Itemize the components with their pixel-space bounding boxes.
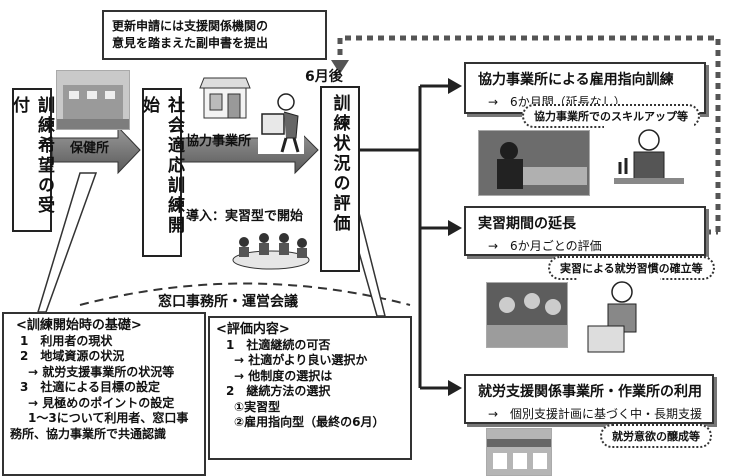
training-start-basics-box: <訓練開始時の基礎> 1 利用者の現状 2 地域資源の状況 → 就労支援事業所の… <box>2 312 206 476</box>
basics-line-7: 務所、協力事業所で共通認識 <box>10 426 167 441</box>
health-center-label: 保健所 <box>70 141 110 156</box>
outcome-2-tag: 実習による就労習慣の確立等 <box>548 256 715 280</box>
step-reception: 訓練希望の受付 <box>9 88 54 232</box>
craftsman-icon <box>604 124 694 198</box>
evaluation-line-2: → 社適がより良い選択か <box>234 353 368 367</box>
callout-line-1: 更新申請には支援関係機関の <box>112 19 269 33</box>
factory-work-photo <box>478 130 590 196</box>
six-months-label: 6月後 <box>305 69 343 85</box>
introduction-label: 導入：実習型で開始 <box>186 209 304 224</box>
partner-office-label: 協力事業所 <box>186 134 252 149</box>
worker-carrying-box-icon <box>258 92 304 154</box>
step-start-training: 社会適応訓練開始 <box>139 88 184 257</box>
meeting-arc <box>79 282 411 306</box>
evaluation-line-1: 1 社適継続の可否 <box>226 337 331 352</box>
workplace-building-photo <box>486 428 552 476</box>
meeting-illustration <box>226 228 316 274</box>
outcome-support-facility: 就労支援関係事業所・作業所の利用 → 個別支援計画に基づく中・長期支援 <box>464 374 714 424</box>
health-center-photo <box>56 70 130 130</box>
outcome-2-title: 実習期間の延長 <box>478 216 576 232</box>
callout-line-2: 意見を踏まえた副申書を提出 <box>112 36 269 50</box>
evaluation-content-box: <評価内容> 1 社適継続の可否 → 社適がより良い選択か → 他制度の選択は … <box>208 316 412 460</box>
basics-line-3: → 就労支援事業所の状況等 <box>28 364 175 379</box>
outcome-1-title: 協力事業所による雇用指向訓練 <box>478 72 674 88</box>
basics-line-4: 3 社適による目標の設定 <box>20 380 160 394</box>
packing-worker-icon <box>578 278 660 356</box>
arrow-reception-to-start <box>51 125 141 175</box>
step-evaluation-label: 訓練状況の評価 <box>329 94 350 234</box>
step-reception-label: 訓練希望の受付 <box>9 96 54 216</box>
shop-icon <box>196 72 254 120</box>
feedback-dotted-loop <box>337 35 721 232</box>
evaluation-heading: <評価内容> <box>216 322 290 337</box>
outcome-3-tag: 就労意欲の醸成等 <box>600 424 712 448</box>
step-start-training-label: 社会適応訓練開始 <box>139 96 184 236</box>
basics-line-6: 1～3について利用者、窓口事 <box>28 411 189 425</box>
evaluation-line-4: 2 継続方法の選択 <box>226 384 331 398</box>
meeting-label: 窓口事務所・運営会議 <box>158 294 298 310</box>
basics-heading: <訓練開始時の基礎> <box>16 318 142 333</box>
step-evaluation: 訓練状況の評価 <box>320 86 360 272</box>
basics-line-1: 1 利用者の現状 <box>20 333 113 348</box>
outcome-3-title: 就労支援関係事業所・作業所の利用 <box>478 384 702 400</box>
outcome-3-sub: → 個別支援計画に基づく中・長期支援 <box>488 407 703 421</box>
group-work-photo <box>486 282 568 348</box>
callout-renewal: 更新申請には支援関係機関の 意見を踏まえた副申書を提出 <box>102 10 327 60</box>
outcome-extension: 実習期間の延長 → 6か月ごとの評価 <box>464 206 706 256</box>
evaluation-line-3: → 他制度の選択は <box>234 368 333 383</box>
evaluation-line-5: ①実習型 <box>234 399 281 414</box>
outcome-2-sub: → 6か月ごとの評価 <box>488 239 602 253</box>
evaluation-line-6: ②雇用指向型（最終の6月） <box>234 415 385 429</box>
basics-line-2: 2 地域資源の状況 <box>20 349 125 363</box>
basics-line-5: → 見極めのポイントの設定 <box>28 395 175 410</box>
